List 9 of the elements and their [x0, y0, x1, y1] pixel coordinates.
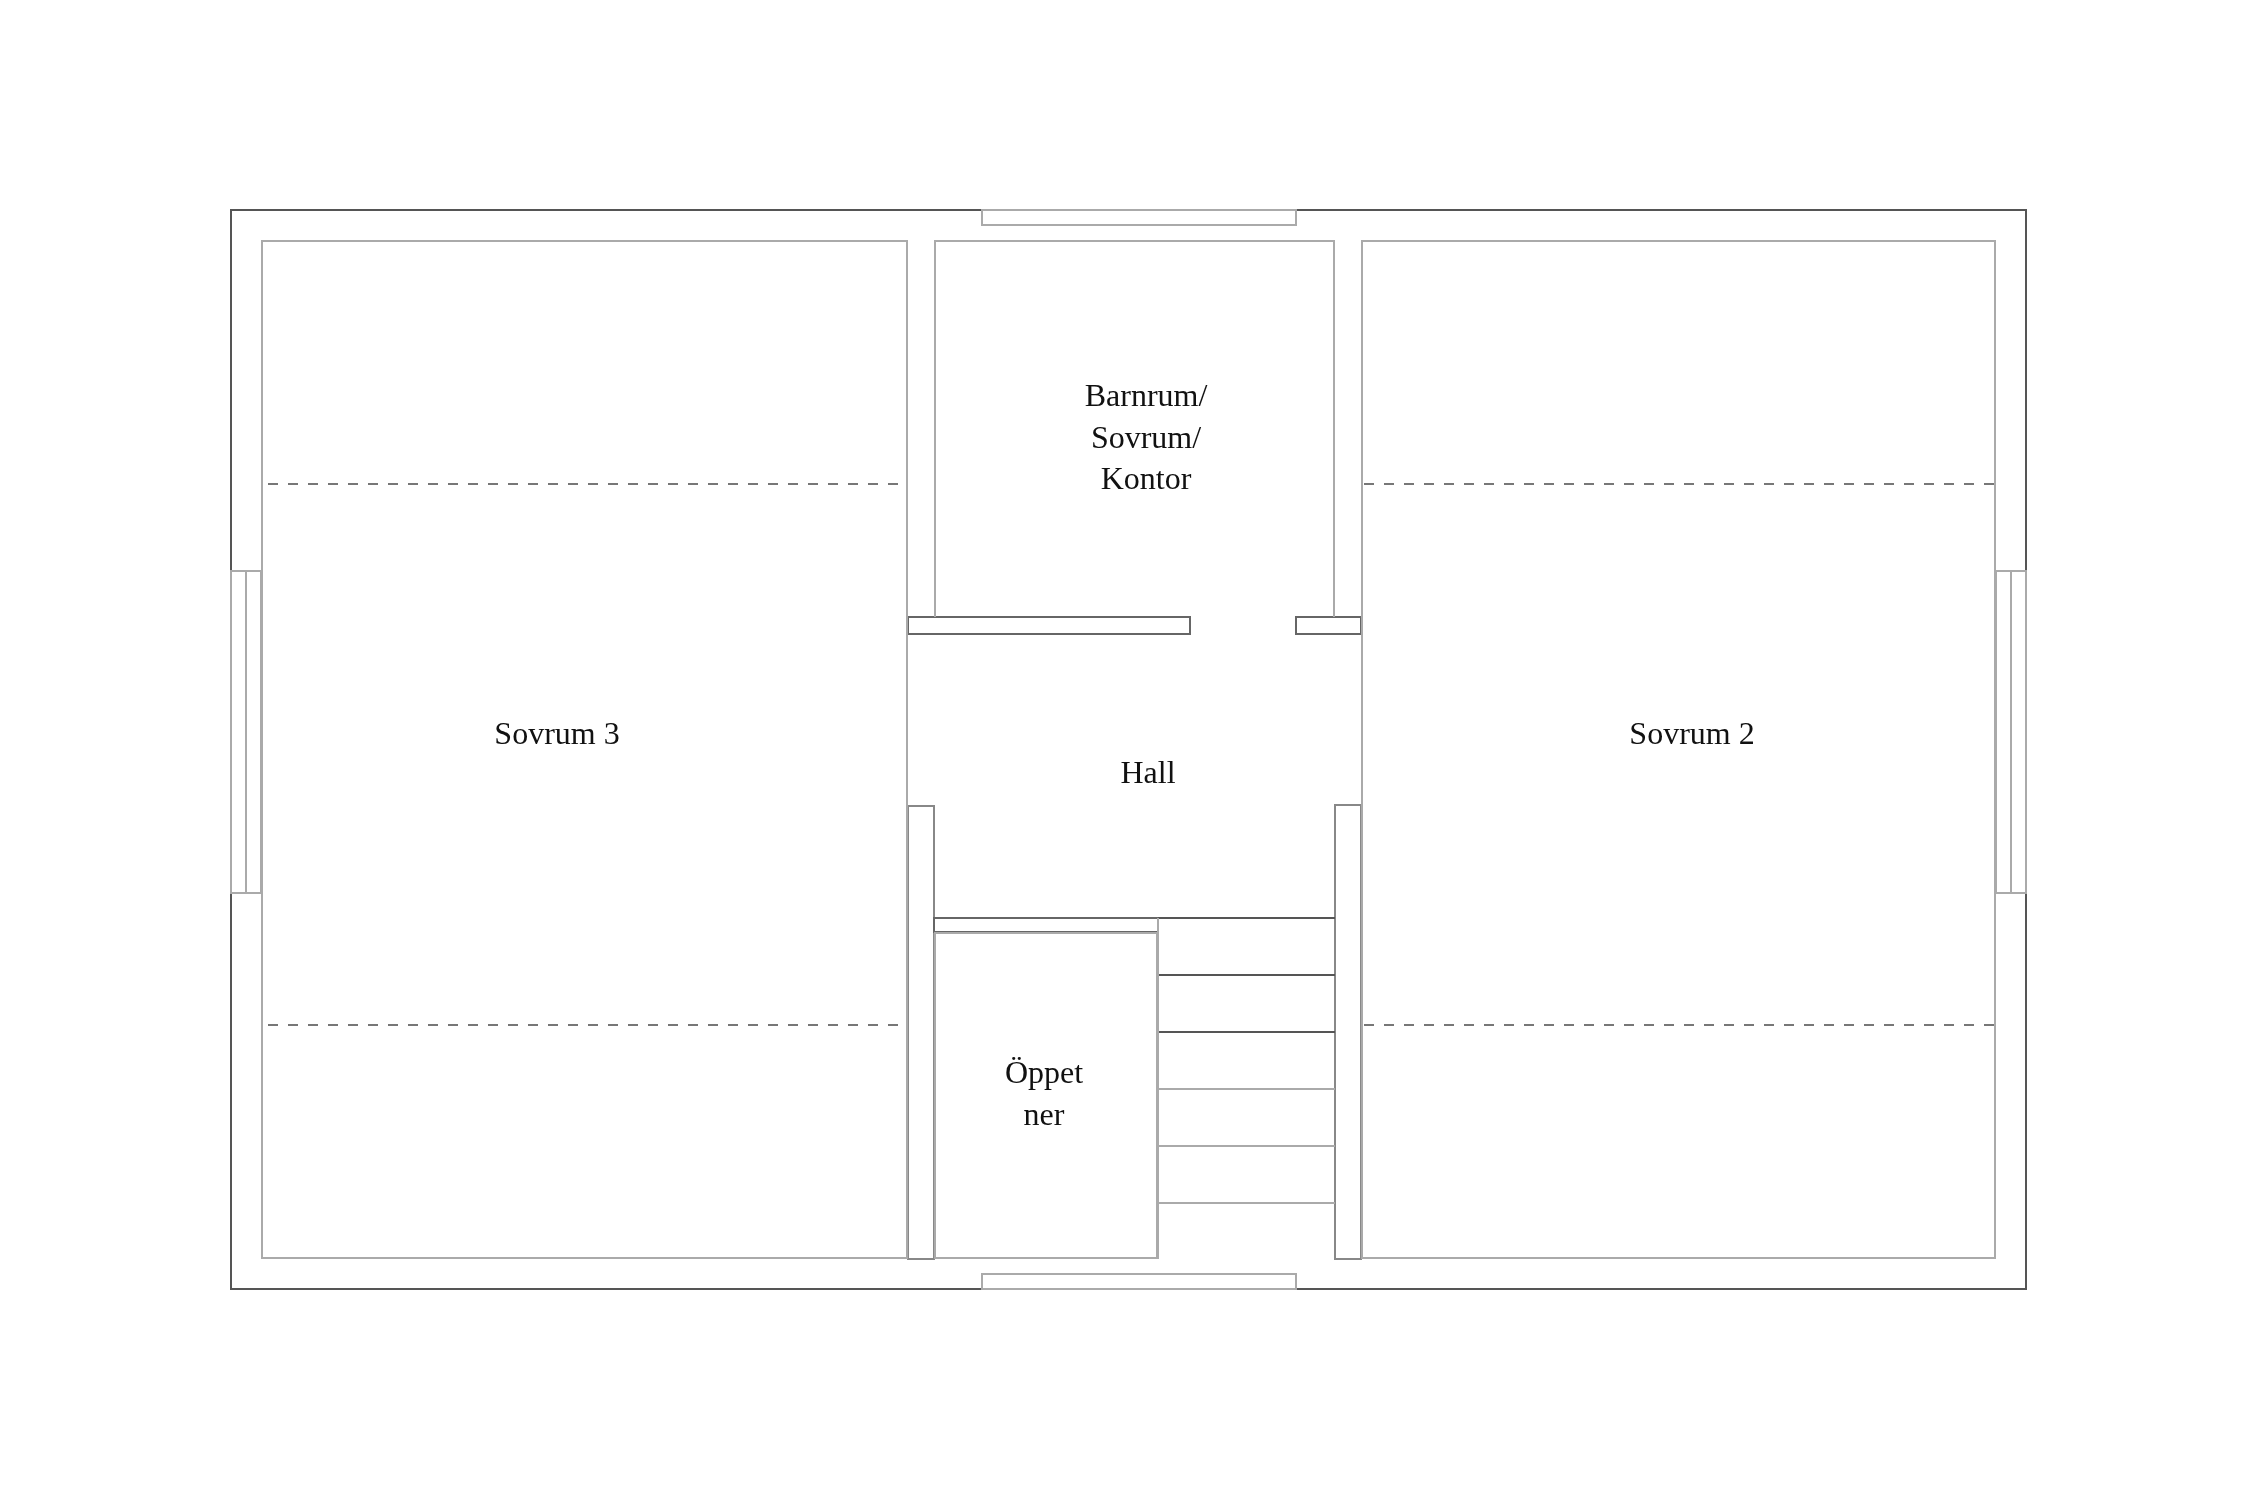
room-outline [261, 240, 908, 1259]
room-outline [934, 932, 1158, 1259]
room-label: Sovrum 3 [494, 714, 620, 754]
room-label: Hall [1120, 752, 1176, 794]
room-label: Barnrum/ Sovrum/ Kontor [1083, 375, 1209, 498]
room-outline [1361, 240, 1996, 1259]
room-label: Sovrum 2 [1629, 714, 1755, 754]
room-label: Öppet ner [1003, 1053, 1085, 1134]
room-outline [934, 240, 1335, 617]
